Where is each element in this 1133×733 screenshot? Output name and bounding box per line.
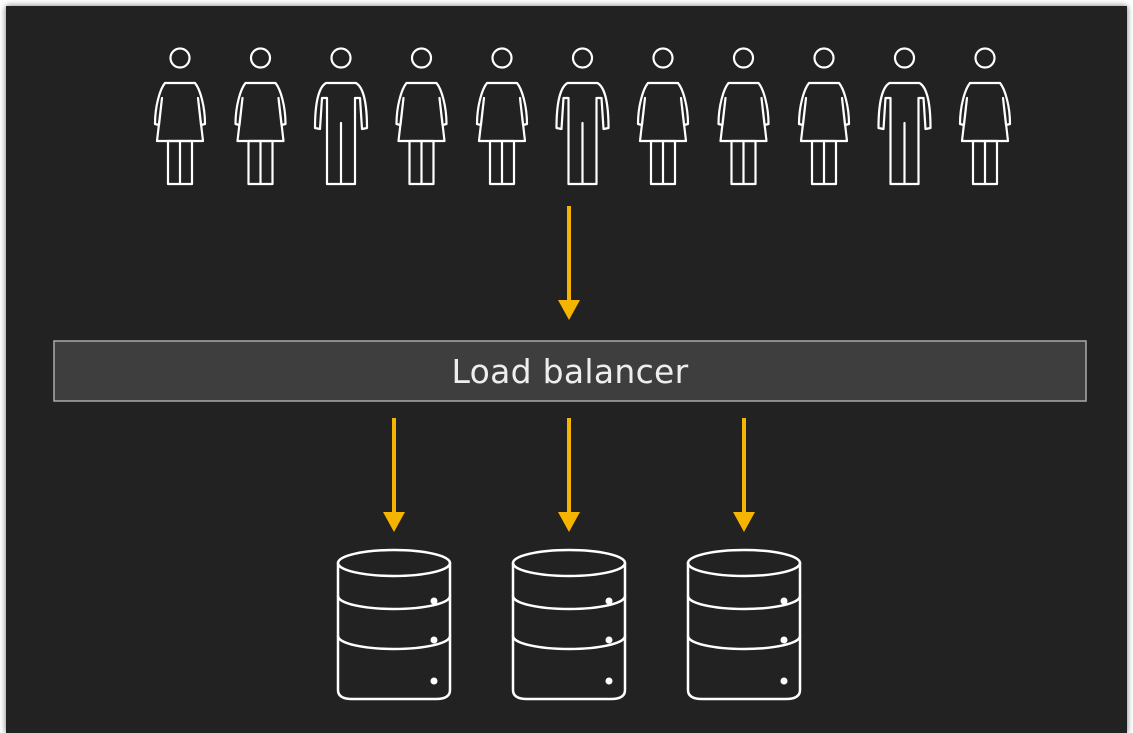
diagram-canvas: Load balancer <box>6 6 1127 733</box>
woman-user-icon <box>395 47 448 186</box>
load-balancer-box <box>53 340 1087 402</box>
woman-user-icon <box>475 47 529 186</box>
database-server-icon <box>336 548 452 701</box>
man-user-icon <box>877 47 932 186</box>
database-server-icon <box>686 548 802 701</box>
woman-user-icon <box>636 47 690 186</box>
user-group <box>153 47 1012 186</box>
woman-user-icon <box>717 47 770 186</box>
woman-user-icon <box>234 47 287 186</box>
load-balancer-diagram <box>53 47 1087 701</box>
woman-user-icon <box>958 47 1012 186</box>
load-balancer-label: Load balancer <box>451 351 689 391</box>
arrow-down-icon <box>733 418 755 532</box>
arrow-down-icon <box>558 418 580 532</box>
arrow-down-icon <box>383 418 405 532</box>
arrow-group <box>383 206 755 532</box>
woman-user-icon <box>153 47 207 186</box>
server-group <box>336 548 802 701</box>
database-server-icon <box>511 548 627 701</box>
arrow-down-icon <box>558 206 580 320</box>
man-user-icon <box>555 47 610 186</box>
woman-user-icon <box>797 47 851 186</box>
man-user-icon <box>313 47 369 186</box>
